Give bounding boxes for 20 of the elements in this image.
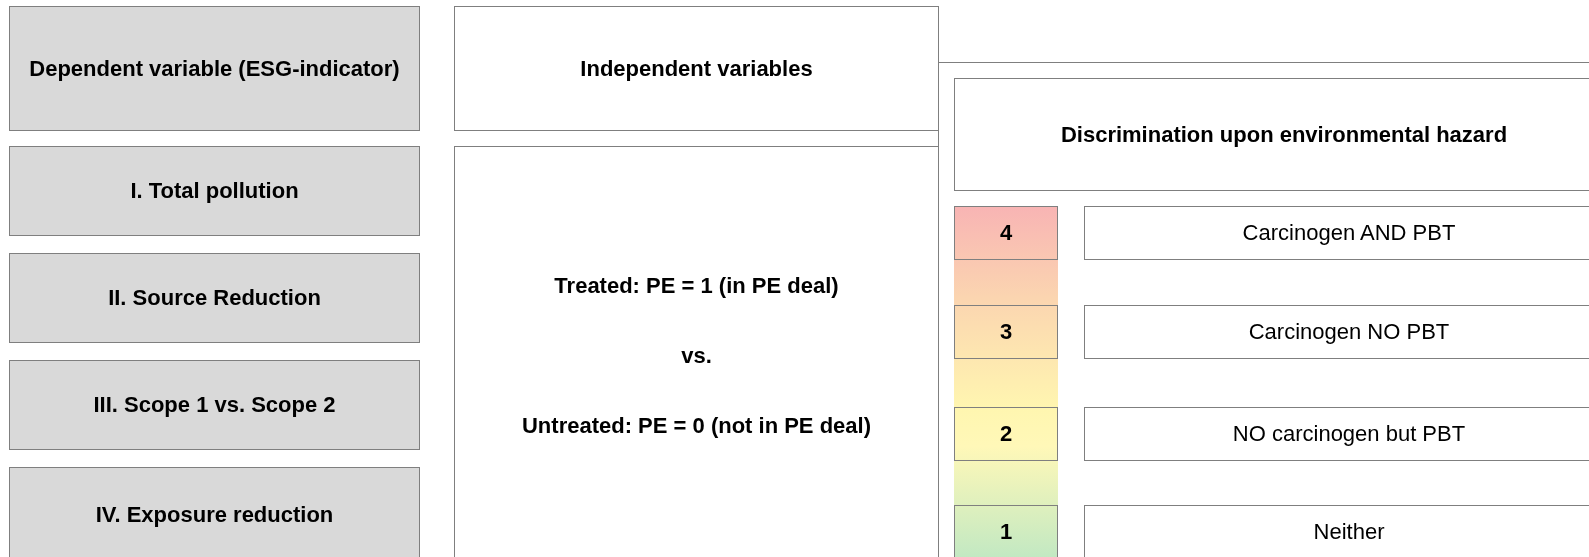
hazard-scale-bar <box>954 206 1058 557</box>
category-cell: Neither <box>1084 505 1589 557</box>
header-cell: III. Scope 1 vs. Scope 2 <box>9 360 420 450</box>
label-text: vs. <box>681 343 712 369</box>
panel-frame <box>938 62 1589 557</box>
header-cell: Dependent variable (ESG-indicator) <box>9 6 420 131</box>
level-cell: 4 <box>954 206 1058 260</box>
label-text: Untreated: PE = 0 (not in PE deal) <box>522 413 871 439</box>
label-text: Treated: PE = 1 (in PE deal) <box>554 273 839 299</box>
header-cell: II. Source Reduction <box>9 253 420 343</box>
category-cell: NO carcinogen but PBT <box>1084 407 1589 461</box>
header-cell: IV. Exposure reduction <box>9 467 420 557</box>
header-cell: I. Total pollution <box>9 146 420 236</box>
category-cell: Carcinogen NO PBT <box>1084 305 1589 359</box>
header-cell: Discrimination upon environmental hazard <box>954 78 1589 191</box>
header-cell: Independent variables <box>454 6 939 131</box>
level-cell: 1 <box>954 505 1058 557</box>
level-cell: 2 <box>954 407 1058 461</box>
level-cell: 3 <box>954 305 1058 359</box>
category-cell: Carcinogen AND PBT <box>1084 206 1589 260</box>
